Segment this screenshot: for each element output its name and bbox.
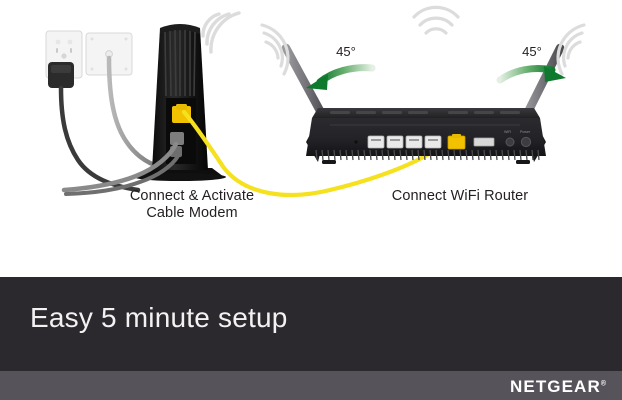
yellow-ethernet-cable [181, 109, 435, 198]
wifi-router: WiFi Power [306, 108, 546, 164]
netgear-logo: NETGEAR® [510, 377, 606, 397]
angle-arrow-right [496, 64, 566, 84]
caption-modem-line2: Cable Modem [146, 205, 238, 221]
power-cord [58, 85, 141, 193]
angle-arrow-left [306, 64, 376, 90]
footer-bar [0, 371, 622, 400]
angle-label-left: 45° [336, 44, 356, 59]
router-usb-port [473, 137, 495, 147]
caption-wifi-router: Connect WiFi Router [330, 188, 590, 205]
headline-text: Easy 5 minute setup [30, 302, 288, 333]
caption-modem-line1: Connect & Activate [129, 188, 255, 204]
wifi-arcs-modem [201, 11, 241, 54]
caption-cable-modem: Connect & Activate Cable Modem [62, 188, 322, 222]
modem-wan-port [172, 106, 191, 123]
trademark-symbol: ® [600, 380, 606, 388]
headline-banner [0, 277, 622, 371]
router-lan-ports [367, 135, 442, 149]
netgear-wordmark: NETGEAR [510, 377, 601, 396]
angle-label-right: 45° [522, 44, 542, 59]
caption-router-line1: Connect WiFi Router [391, 188, 529, 204]
power-plug [48, 62, 74, 88]
svg-text:Power: Power [520, 130, 531, 134]
illustration-area: WiFi Power [45, 5, 586, 198]
coax-wall-plate [85, 32, 133, 76]
wifi-arcs-router [260, 5, 586, 76]
svg-text:WiFi: WiFi [504, 130, 511, 134]
